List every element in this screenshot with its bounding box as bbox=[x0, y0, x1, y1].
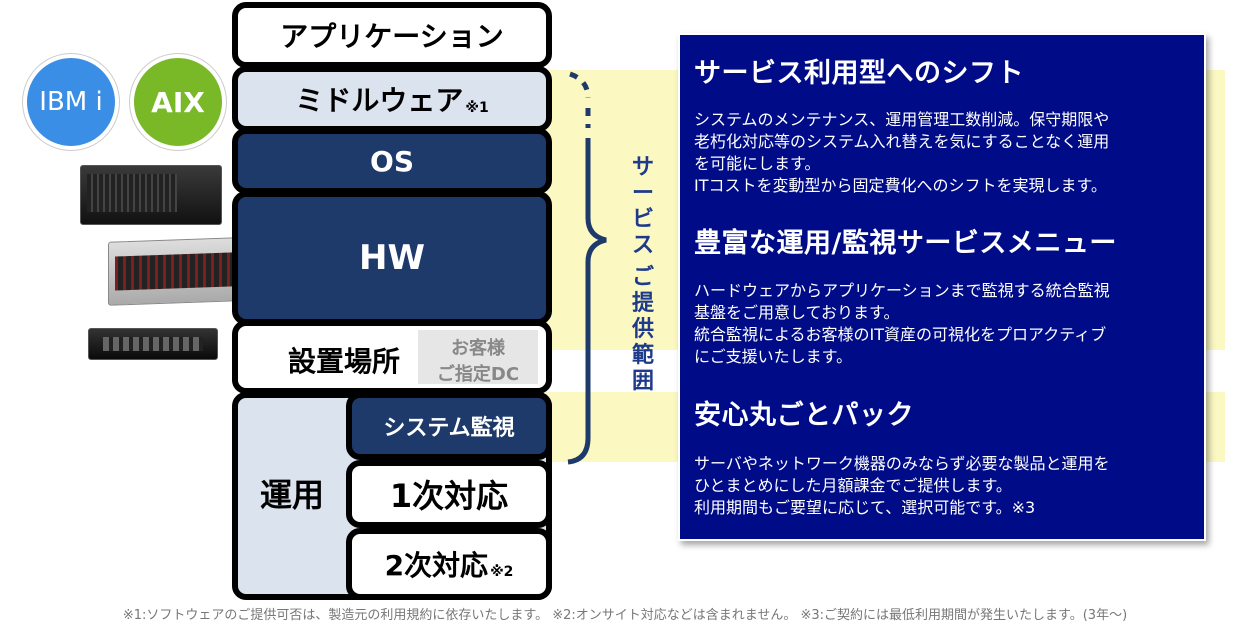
stack-second-response: 2次対応 ※2 bbox=[346, 528, 552, 600]
stack-location-sub-line1: お客様 bbox=[451, 338, 505, 359]
aix-logo: AIX bbox=[130, 54, 226, 150]
section-title-pack: 安心丸ごとパック bbox=[694, 400, 914, 431]
section-body-shift: システムのメンテナンス、運用管理工数削減。保守期限や 老朽化対応等のシステム入れ… bbox=[694, 109, 1194, 197]
section-body-pack: サーバやネットワーク機器のみならず必要な製品と運用を ひとまとめにした月額課金で… bbox=[694, 453, 1194, 519]
section-title-shift: サービス利用型へのシフト bbox=[694, 58, 1024, 89]
body-line: システムのメンテナンス、運用管理工数削減。保守期限や bbox=[694, 110, 1110, 129]
server-image-power-4u bbox=[80, 165, 222, 225]
footnote: ※1:ソフトウェアのご提供可否は、製造元の利用規約に依存いたします。 ※2:オン… bbox=[122, 608, 1128, 623]
stack-first-response-label: 1次対応 bbox=[389, 477, 509, 515]
stack-monitoring-label: システム監視 bbox=[383, 416, 515, 441]
body-line: ITコストを変動型から固定費化へのシフトを実現します。 bbox=[694, 176, 1107, 195]
section-title-menu: 豊富な運用/監視サービスメニュー bbox=[694, 228, 1117, 259]
body-line: 老朽化対応等のシステム入れ替えを気にすることなく運用 bbox=[694, 132, 1110, 151]
stack-location-sub-line2: ご指定DC bbox=[436, 364, 520, 385]
section-body-menu: ハードウェアからアプリケーションまで監視する統合監視 基盤をご用意しております。… bbox=[694, 280, 1194, 368]
service-scope-char: 囲 bbox=[631, 369, 654, 394]
aix-logo-text: AIX bbox=[151, 85, 205, 119]
body-line: にご支援いたします。 bbox=[694, 347, 853, 366]
service-scope-char: 提 bbox=[631, 291, 654, 316]
server-image-switch-1u bbox=[88, 328, 218, 360]
stack-middleware-label: ミドルウェア bbox=[295, 84, 464, 117]
service-scope-brace bbox=[567, 71, 607, 465]
body-line: 基盤をご用意しております。 bbox=[694, 303, 900, 322]
stack-middleware-note: ※1 bbox=[465, 100, 489, 116]
stack-hw-label: HW bbox=[359, 238, 425, 278]
service-scope-char: ご bbox=[631, 265, 654, 290]
service-scope-char: ー bbox=[631, 181, 654, 206]
stack-operation-label: 運用 bbox=[260, 476, 325, 514]
stack-os: OS bbox=[232, 128, 552, 194]
service-scope-char: 供 bbox=[631, 317, 654, 342]
service-info-panel: サービス利用型へのシフト システムのメンテナンス、運用管理工数削減。保守期限や … bbox=[678, 33, 1206, 541]
stack-first-response: 1次対応 bbox=[346, 460, 552, 528]
stack-application: アプリケーション bbox=[232, 2, 552, 68]
service-scope-label: サ ー ビ ス ご 提 供 範 囲 bbox=[626, 155, 660, 395]
body-line: サーバやネットワーク機器のみならず必要な製品と運用を bbox=[694, 454, 1110, 473]
body-line: ひとまとめにした月額課金でご提供します。 bbox=[694, 476, 1012, 495]
body-line: を可能にします。 bbox=[694, 154, 821, 173]
service-scope-char: ビ bbox=[631, 207, 654, 232]
body-line: ハードウェアからアプリケーションまで監視する統合監視 bbox=[694, 281, 1110, 300]
service-scope-char: ス bbox=[631, 233, 654, 258]
service-scope-char: サ bbox=[631, 155, 654, 180]
body-line: 利用期間もご要望に応じて、選択可能です。※3 bbox=[694, 498, 1036, 517]
stack-os-label: OS bbox=[370, 144, 414, 178]
stack-second-response-label: 2次対応 bbox=[384, 549, 489, 582]
stack-monitoring: システム監視 bbox=[346, 392, 552, 460]
stack-second-response-note: ※2 bbox=[490, 564, 514, 580]
stack-middleware: ミドルウェア ※1 bbox=[232, 66, 552, 132]
stack-hw: HW bbox=[232, 191, 552, 325]
stack-location-sub: お客様 ご指定DC bbox=[418, 330, 538, 385]
ibm-i-logo: IBM i bbox=[23, 54, 119, 150]
stack-location: 設置場所 お客様 ご指定DC bbox=[232, 320, 552, 394]
body-line: 統合監視によるお客様のIT資産の可視化をプロアクティブ bbox=[694, 325, 1107, 344]
stack-application-label: アプリケーション bbox=[280, 20, 504, 53]
stack-location-label: 設置場所 bbox=[288, 345, 401, 378]
service-scope-char: 範 bbox=[631, 343, 654, 368]
ibm-i-logo-text: IBM i bbox=[39, 87, 103, 117]
